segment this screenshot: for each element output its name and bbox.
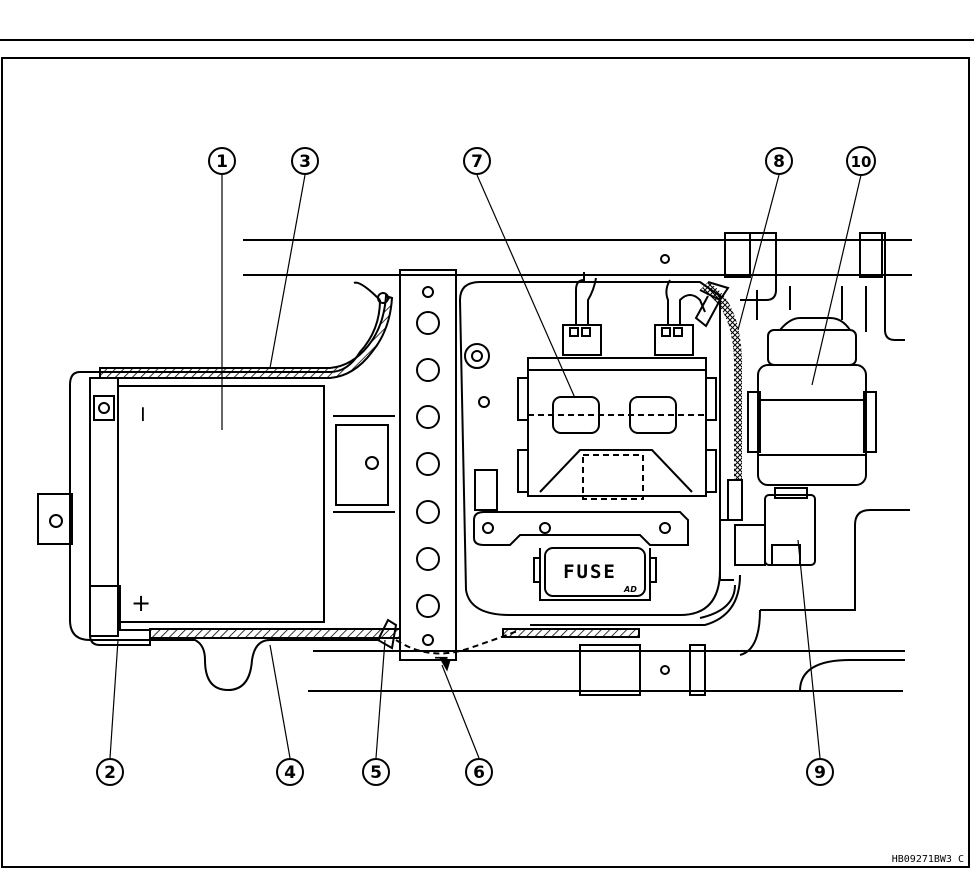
fuse-mark: AD: [623, 585, 637, 594]
callout-1: 1: [216, 152, 228, 172]
callout-7: 7: [471, 152, 483, 172]
ground-bar: [400, 270, 456, 660]
frame-rails: [243, 240, 912, 691]
fuse-label: FUSE: [563, 561, 617, 583]
callout-9: 9: [814, 763, 826, 783]
battery-strap-top: [100, 296, 392, 378]
ground-minus-mark: −: [433, 645, 450, 669]
left-mount-tab: [38, 494, 72, 544]
lower-hatched-strip: [503, 629, 639, 637]
callout-10: 10: [851, 153, 872, 171]
battery-negative-mark: −: [130, 405, 155, 423]
callout-6: 6: [473, 763, 485, 783]
callout-3: 3: [299, 152, 311, 172]
lower-clamp: [580, 645, 640, 695]
callout-2: 2: [104, 763, 116, 783]
callout-4: 4: [284, 763, 296, 783]
battery-positive-mark: +: [131, 589, 151, 617]
battery-strap-bottom: [150, 629, 400, 638]
fuse-bracket: [474, 512, 688, 545]
callout-8: 8: [773, 152, 785, 172]
figure-code: HB09271BW3 C: [892, 854, 964, 865]
callout-5: 5: [370, 763, 382, 783]
leader-lines: [110, 175, 861, 758]
